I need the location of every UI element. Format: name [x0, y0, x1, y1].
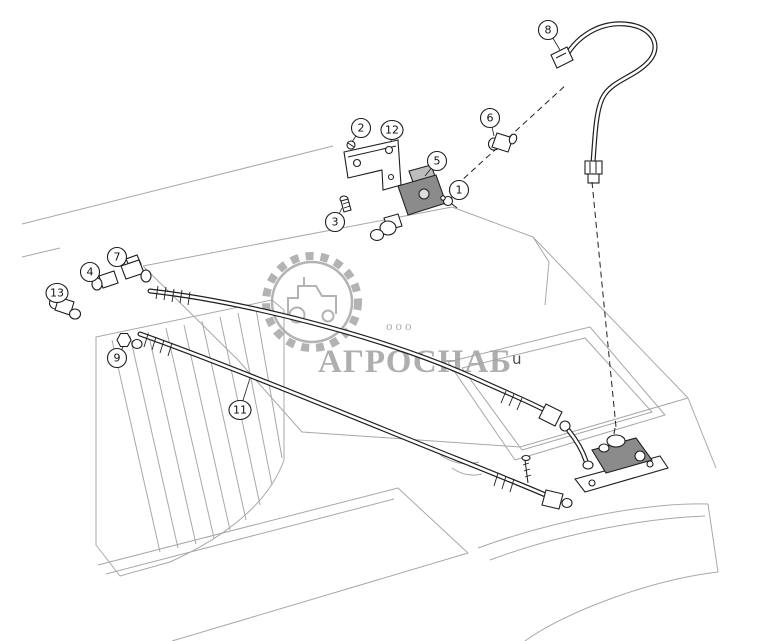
valve-5	[369, 164, 447, 242]
watermark-letter: u	[512, 350, 522, 368]
watermark-prefix: ооо	[386, 318, 415, 333]
callout-number: 9	[114, 352, 121, 365]
screw-3	[339, 195, 352, 213]
callout-1: 1	[448, 179, 470, 201]
callout-2: 2	[350, 117, 372, 143]
hose-8	[550, 21, 658, 184]
callout-number: 13	[50, 287, 64, 300]
watermark: ооо АГРОСНАБ u	[262, 252, 522, 380]
callout-number: 6	[487, 112, 494, 125]
callout-number: 5	[434, 155, 441, 168]
watermark-name: АГРОСНАБ	[318, 344, 512, 380]
fitting-1	[440, 195, 458, 209]
callout-8: 8	[537, 19, 561, 51]
screw-2	[346, 140, 356, 150]
fitting-6	[487, 132, 518, 153]
callout-number: 8	[545, 24, 552, 37]
fitting-9	[116, 332, 143, 350]
fitting-7	[120, 254, 152, 283]
callout-number: 7	[114, 251, 121, 264]
callout-9: 9	[106, 346, 128, 369]
watermark-gear-icon	[262, 252, 362, 352]
fitting-4	[91, 270, 119, 291]
callout-3: 3	[324, 207, 346, 233]
callout-number: 12	[385, 124, 399, 137]
callout-balloon	[350, 117, 372, 139]
bolt	[521, 454, 532, 484]
callout-number: 1	[456, 184, 463, 197]
callout-balloon	[380, 119, 404, 141]
callout-balloon	[79, 261, 101, 283]
callout-number: 3	[332, 216, 339, 229]
machine-outline	[21, 145, 719, 641]
callout-number: 11	[233, 404, 247, 417]
callout-4: 4	[79, 261, 101, 283]
callout-13: 13	[45, 282, 69, 304]
callout-balloon	[106, 246, 128, 268]
hose-11-lower	[137, 331, 573, 510]
callout-6: 6	[479, 107, 501, 137]
callout-balloon	[448, 179, 470, 201]
callout-7: 7	[106, 246, 128, 268]
callout-balloon	[228, 399, 252, 421]
callout-12: 12	[380, 119, 404, 143]
callout-balloon	[537, 19, 559, 41]
manifold-assembly	[574, 427, 669, 493]
callout-balloon	[45, 282, 69, 304]
assembly-dashed-lines	[448, 83, 617, 428]
callout-number: 2	[358, 122, 365, 135]
hose-11-upper	[147, 285, 594, 470]
parts	[48, 21, 669, 510]
callout-11: 11	[228, 377, 252, 421]
callout-balloon	[479, 107, 501, 129]
callout-5: 5	[424, 150, 448, 177]
callout-balloon	[324, 211, 346, 233]
callout-balloon	[106, 347, 128, 369]
callout-number: 4	[87, 266, 94, 279]
bracket-12	[343, 139, 402, 191]
watermark-tractor-icon	[287, 277, 337, 324]
callout-balloon	[426, 150, 448, 172]
